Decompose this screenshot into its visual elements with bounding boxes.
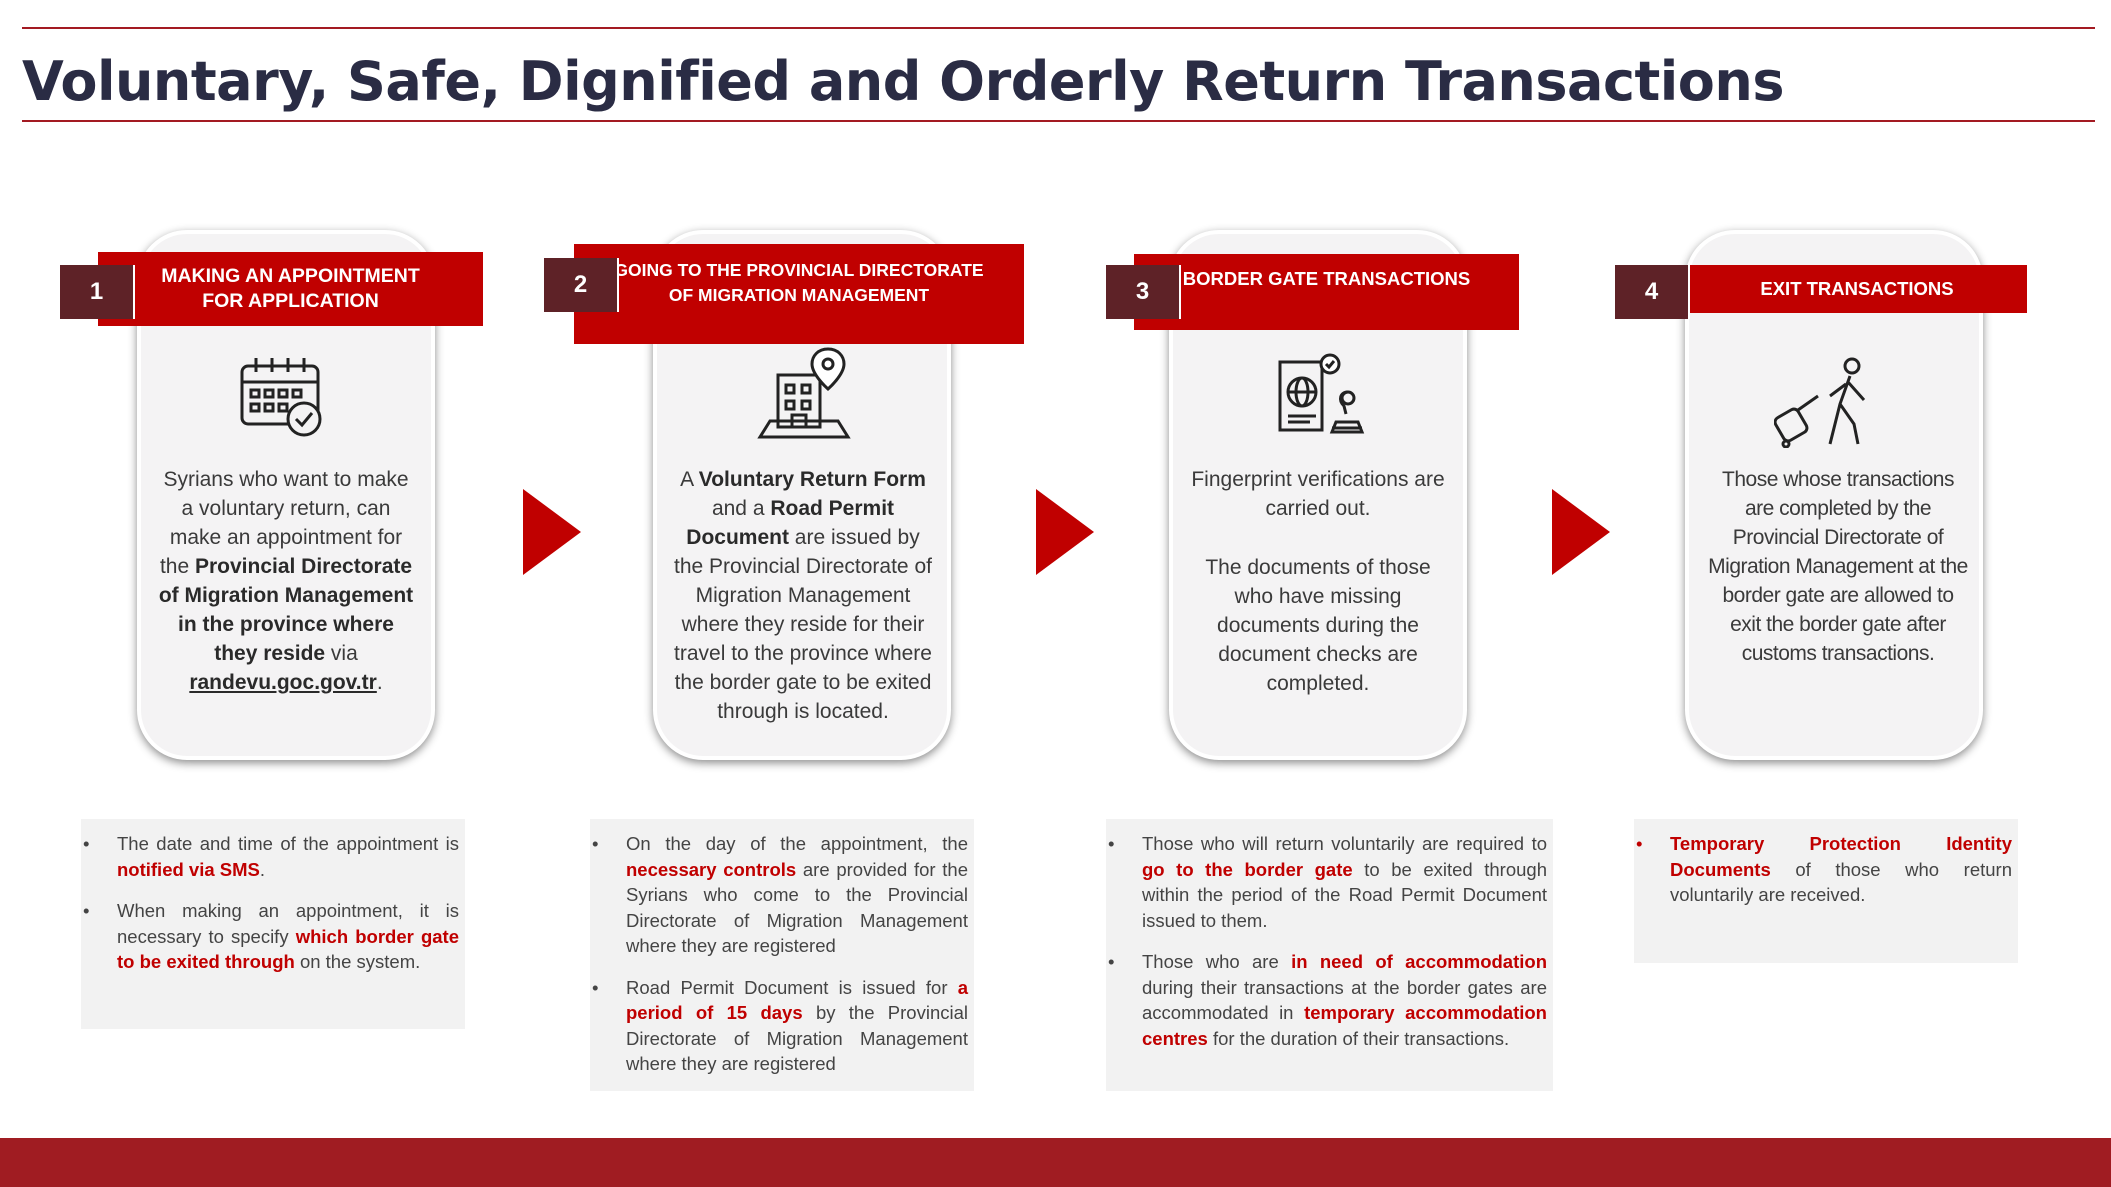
step-3-desc-p1: Fingerprint verifications are carried ou… xyxy=(1191,468,1445,520)
step-1-label: MAKING AN APPOINTMENT FOR APPLICATION xyxy=(98,252,483,326)
step-4-card xyxy=(1685,230,1983,760)
step-3-number: 3 xyxy=(1106,265,1181,319)
flow-arrow-1 xyxy=(523,489,581,575)
step-4-notes: Temporary Protection Identity Documents … xyxy=(1634,819,2018,963)
step-3-description: Fingerprint verifications are carried ou… xyxy=(1190,465,1446,698)
flow-arrow-3 xyxy=(1552,489,1610,575)
step-1-number: 1 xyxy=(60,265,135,319)
step-3-desc-p2: The documents of those who have missing … xyxy=(1205,556,1431,695)
step-1-notes: The date and time of the appointment is … xyxy=(81,819,465,1029)
step-3-label: BORDER GATE TRANSACTIONS xyxy=(1134,254,1519,330)
step-4-label: EXIT TRANSACTIONS xyxy=(1687,265,2027,313)
fingerprint-document-icon xyxy=(1278,353,1365,434)
step-2-number: 2 xyxy=(544,258,619,312)
randevu-link[interactable]: randevu.goc.gov.tr xyxy=(189,671,377,694)
list-item: Road Permit Document is issued for a per… xyxy=(592,975,968,1077)
step-3-notes: Those who will return voluntarily are re… xyxy=(1106,819,1553,1091)
title-underline xyxy=(22,120,2095,122)
step-2-label: GOING TO THE PROVINCIAL DIRECTORATE OF M… xyxy=(574,244,1024,344)
footer-bar xyxy=(0,1138,2111,1187)
step-2-notes: On the day of the appointment, the neces… xyxy=(590,819,974,1091)
page-title: Voluntary, Safe, Dignified and Orderly R… xyxy=(22,50,1784,113)
step-2-description: A Voluntary Return Form and a Road Permi… xyxy=(674,468,932,723)
step-4-number: 4 xyxy=(1615,265,1690,319)
list-item: Temporary Protection Identity Documents … xyxy=(1636,831,2012,908)
flow-arrow-2 xyxy=(1036,489,1094,575)
list-item: On the day of the appointment, the neces… xyxy=(592,831,968,959)
list-item: Those who will return voluntarily are re… xyxy=(1108,831,1547,933)
calendar-check-icon xyxy=(240,358,322,437)
step-1-description: Syrians who want to make a voluntary ret… xyxy=(158,468,414,694)
traveler-luggage-icon xyxy=(1774,357,1866,448)
list-item: Those who are in need of accommodation d… xyxy=(1108,949,1547,1051)
top-rule xyxy=(22,27,2095,29)
step-4-description: Those whose transactions are completed b… xyxy=(1708,468,1968,665)
list-item: When making an appointment, it is necess… xyxy=(83,898,459,975)
building-location-icon xyxy=(757,347,851,439)
list-item: The date and time of the appointment is … xyxy=(83,831,459,882)
